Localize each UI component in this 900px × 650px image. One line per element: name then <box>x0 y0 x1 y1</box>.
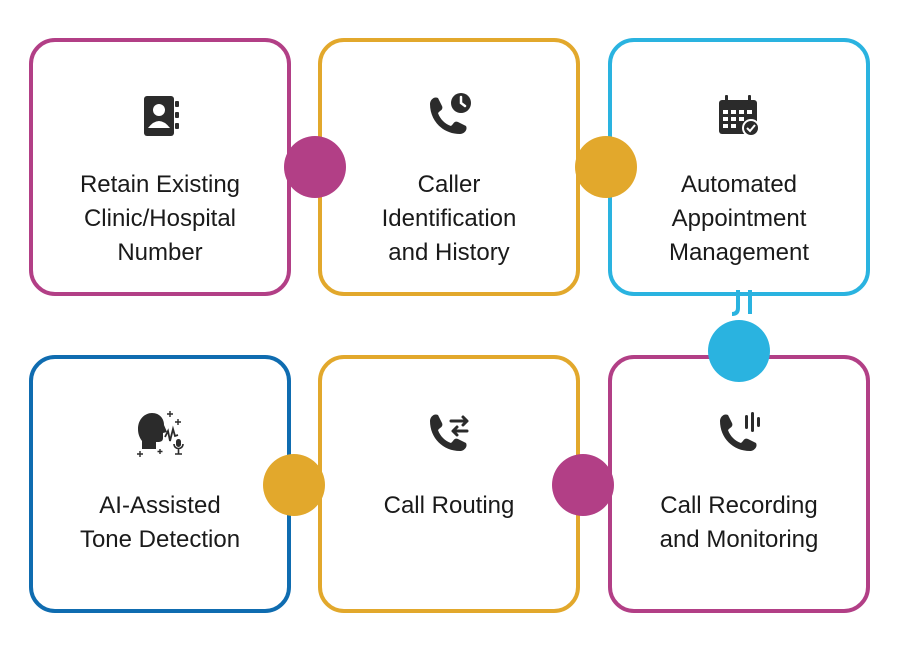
card-tone-detection: AI-Assisted Tone Detection <box>29 355 291 613</box>
connector-dot-3-4 <box>708 320 770 382</box>
phone-clock-icon <box>421 88 477 144</box>
phone-transfer-icon <box>421 405 477 461</box>
connector-dot-2-3 <box>575 136 637 198</box>
flow-connector <box>731 290 752 316</box>
contact-book-icon <box>132 88 188 144</box>
card-call-recording: Call Recording and Monitoring <box>608 355 870 613</box>
card-title: Automated Appointment Management <box>668 171 810 266</box>
card-title: AI-Assisted Tone Detection <box>79 492 241 553</box>
connector-dot-5-6 <box>263 454 325 516</box>
card-caller-identification: Caller Identification and History <box>318 38 580 296</box>
card-title: Caller Identification and History <box>381 171 517 266</box>
calendar-check-icon <box>711 88 767 144</box>
card-title: Call Routing <box>383 492 515 519</box>
connector-dot-4-5 <box>552 454 614 516</box>
connector-dot-1-2 <box>284 136 346 198</box>
card-title: Retain Existing Clinic/Hospital Number <box>79 171 241 266</box>
speaking-head-mic-icon <box>132 405 188 461</box>
card-appointment-management: Automated Appointment Management <box>608 38 870 296</box>
card-call-routing: Call Routing <box>318 355 580 613</box>
card-title: Call Recording and Monitoring <box>659 492 819 553</box>
card-retain-number: Retain Existing Clinic/Hospital Number <box>29 38 291 296</box>
phone-voice-icon <box>711 405 767 461</box>
